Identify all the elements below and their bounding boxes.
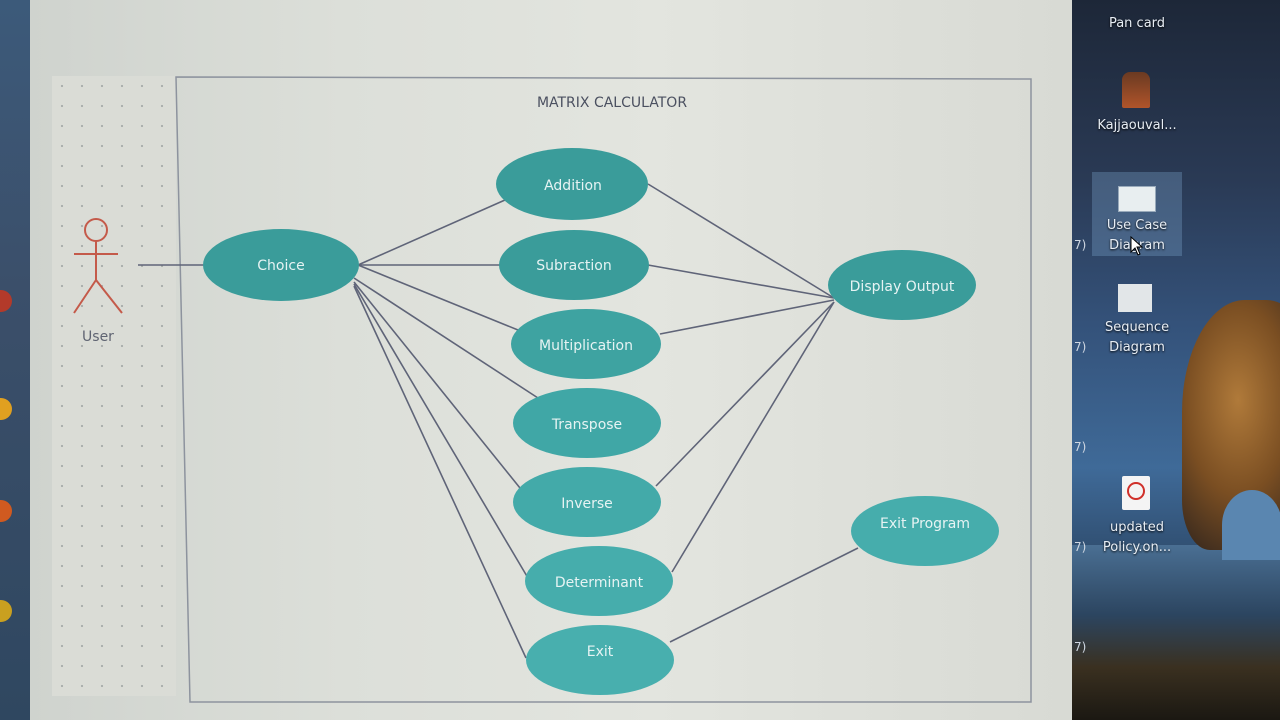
use-case-exit[interactable]: Exit xyxy=(526,625,674,695)
desktop-icon-sequence-diagram[interactable]: Sequence Diagram xyxy=(1082,318,1192,358)
wallpaper-sea xyxy=(1072,545,1280,720)
use-case-determinant[interactable]: Determinant xyxy=(525,546,673,616)
choice-transpose-line xyxy=(353,277,539,399)
use-case-subtraction[interactable]: Subraction xyxy=(499,230,649,300)
use-case-multiplication[interactable]: Multiplication xyxy=(511,309,661,379)
choice-addition-line xyxy=(357,199,506,266)
sequence-file-icon[interactable] xyxy=(1118,284,1152,312)
subtraction-output-line xyxy=(647,264,835,299)
use-case-choice[interactable]: Choice xyxy=(203,229,359,301)
desktop-icon-photo[interactable]: Kajjaouval... xyxy=(1082,116,1192,136)
pdf-file-icon[interactable] xyxy=(1122,476,1150,510)
desktop-icon-policy-pdf[interactable]: updated Policy.on... xyxy=(1082,518,1192,558)
desktop-icon-label: Use Case xyxy=(1106,218,1168,233)
desktop-icon-label: updated xyxy=(1109,520,1165,535)
mouse-cursor-icon xyxy=(1130,236,1144,256)
diagram-title: MATRIX CALCULATOR xyxy=(537,95,687,111)
left-desktop-strip xyxy=(0,0,30,720)
use-case-label: Multiplication xyxy=(539,338,633,354)
desktop-wallpaper: 7) 7) 7) 7) 7) Pan card Kajjaouval... Us… xyxy=(1072,0,1280,720)
canvas-dot-grid xyxy=(52,76,176,696)
use-case-label: Transpose xyxy=(551,417,622,433)
use-case-transpose[interactable]: Transpose xyxy=(513,388,661,458)
desktop-icon-label: Kajjaouval... xyxy=(1097,118,1177,133)
taskbar-app-icon[interactable] xyxy=(0,290,12,312)
use-case-inverse[interactable]: Inverse xyxy=(513,467,661,537)
multiplication-output-line xyxy=(659,299,835,335)
choice-exit-line xyxy=(353,285,527,659)
use-case-file-icon[interactable] xyxy=(1118,186,1156,212)
choice-multiplication-line xyxy=(357,264,519,331)
desktop-icon-label: Policy.on... xyxy=(1102,540,1172,555)
use-case-label: Inverse xyxy=(561,496,613,512)
system-boundary xyxy=(175,76,1032,703)
use-case-label: Display Output xyxy=(850,279,955,295)
wallpaper-arch xyxy=(1222,490,1280,560)
chrome-icon[interactable] xyxy=(0,600,12,622)
choice-determinant-line xyxy=(353,283,529,579)
association-lines xyxy=(138,183,859,659)
use-case-exit-program[interactable]: Exit Program xyxy=(851,496,999,566)
firefox-icon[interactable] xyxy=(0,500,12,522)
use-case-display-output[interactable]: Display Output xyxy=(828,250,976,320)
exit-exitprogram-line xyxy=(669,547,859,643)
desktop-icon-label: Diagram xyxy=(1109,340,1165,355)
use-case-label: Addition xyxy=(544,178,602,194)
choice-inverse-line xyxy=(353,281,521,489)
photo-file-icon[interactable] xyxy=(1122,72,1150,108)
browser-icon[interactable] xyxy=(0,398,12,420)
user-actor-icon xyxy=(73,218,123,314)
desktop-icon-label: Pan card xyxy=(1108,16,1166,31)
addition-output-line xyxy=(647,183,835,299)
use-case-label: Exit xyxy=(587,644,614,660)
use-case-label: Choice xyxy=(257,258,304,274)
use-case-label: Exit Program xyxy=(880,516,970,532)
determinant-output-line xyxy=(671,301,835,573)
use-case-label: Determinant xyxy=(555,575,644,591)
inverse-output-line xyxy=(655,301,835,487)
desktop-icon-pan-card[interactable]: Pan card xyxy=(1082,14,1192,34)
actor-label: User xyxy=(82,329,114,345)
use-case-addition[interactable]: Addition xyxy=(496,148,648,220)
use-case-diagram: MATRIX CALCULATOR User Choice Addition xyxy=(73,76,1032,703)
desktop-icon-label: Sequence xyxy=(1104,320,1170,335)
use-case-label: Subraction xyxy=(536,258,612,274)
